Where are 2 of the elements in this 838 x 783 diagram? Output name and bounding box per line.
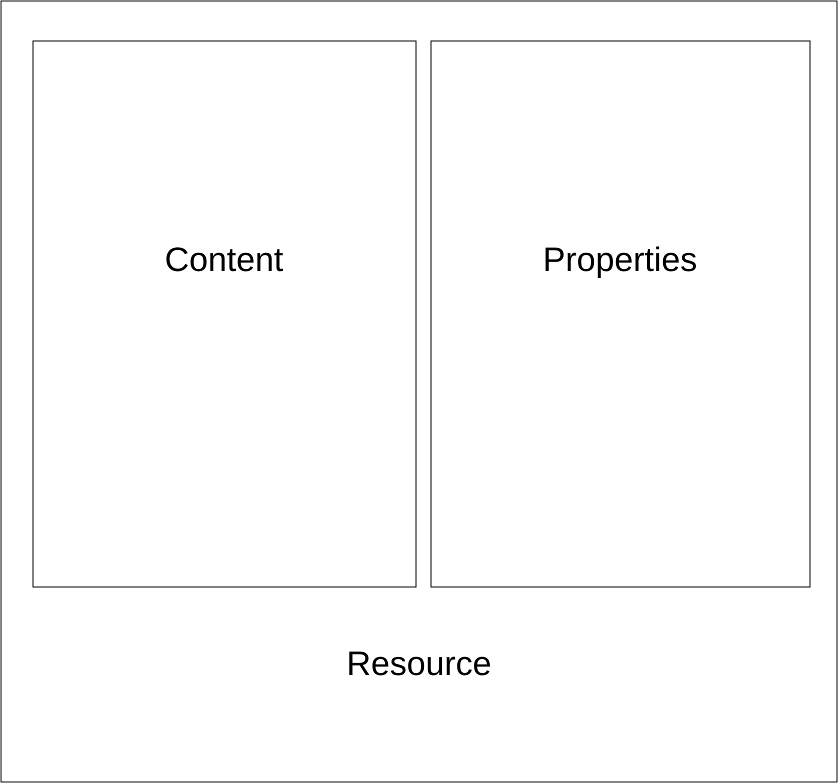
inner-box: Content xyxy=(32,40,416,588)
inner-box: Properties xyxy=(430,40,810,588)
